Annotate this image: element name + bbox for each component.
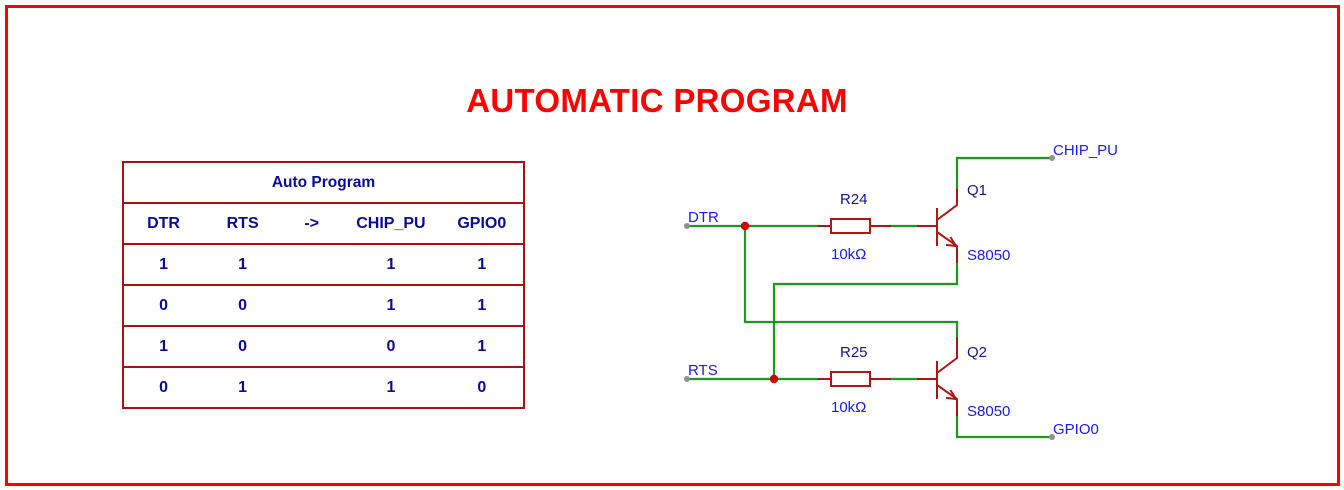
table-caption: Auto Program xyxy=(122,161,525,204)
table-header-row: DTR RTS -> CHIP_PU GPIO0 xyxy=(121,202,526,245)
cell-chip-pu: 1 xyxy=(341,243,441,286)
table-row: 0 1 1 0 xyxy=(121,366,526,409)
port-rts xyxy=(684,376,690,382)
q1-collector xyxy=(935,189,958,222)
cell-chip-pu: 0 xyxy=(341,325,441,368)
r24-value-label: 10kΩ xyxy=(831,246,866,263)
cell-rts: 1 xyxy=(203,366,283,409)
cell-rts: 0 xyxy=(203,284,283,327)
q1-emitter xyxy=(935,230,958,263)
q2-emitter xyxy=(935,383,958,416)
net-label-chip-pu: CHIP_PU xyxy=(1053,142,1118,159)
cell-gpio0: 1 xyxy=(440,325,526,368)
cell-chip-pu: 1 xyxy=(341,284,441,327)
page-title: AUTOMATIC PROGRAM xyxy=(466,82,848,119)
q1-ref-label: Q1 xyxy=(967,182,987,199)
auto-program-truth-table: Auto Program DTR RTS -> CHIP_PU GPIO0 1 … xyxy=(121,161,526,409)
table-row: 0 0 1 1 xyxy=(121,284,526,327)
r25-value-label: 10kΩ xyxy=(831,399,866,416)
q1-emitter-arrow xyxy=(945,236,958,248)
junction-dtr xyxy=(740,221,750,231)
header-chip-pu: CHIP_PU xyxy=(341,202,441,245)
components xyxy=(818,189,958,416)
net-label-gpio0: GPIO0 xyxy=(1053,421,1099,438)
cell-gpio0: 0 xyxy=(440,366,526,409)
cell-dtr: 0 xyxy=(121,284,204,327)
q2-part-label: S8050 xyxy=(967,403,1010,420)
table-row: 1 0 0 1 xyxy=(121,325,526,368)
cell-arrow xyxy=(282,366,342,409)
cell-arrow xyxy=(282,243,342,286)
q2-collector xyxy=(935,337,958,375)
wire-rts-to-q1-emitter xyxy=(772,260,959,381)
header-gpio0: GPIO0 xyxy=(440,202,526,245)
header-rts: RTS xyxy=(203,202,283,245)
cell-arrow xyxy=(282,284,342,327)
junction-rts xyxy=(769,374,779,384)
cell-dtr: 1 xyxy=(121,325,204,368)
resistor-r25 xyxy=(818,371,891,387)
table-row: 1 1 1 1 xyxy=(121,243,526,286)
cell-chip-pu: 1 xyxy=(341,366,441,409)
cell-dtr: 0 xyxy=(121,366,204,409)
q1-part-label: S8050 xyxy=(967,247,1010,264)
port-gpio0 xyxy=(1049,434,1055,440)
net-label-rts: RTS xyxy=(688,362,718,379)
r24-body xyxy=(830,218,871,234)
cell-dtr: 1 xyxy=(121,243,204,286)
drawing-frame xyxy=(5,5,1340,486)
port-chip-pu xyxy=(1049,155,1055,161)
r24-ref-label: R24 xyxy=(840,191,868,208)
header-arrow: -> xyxy=(282,202,342,245)
transistor-q1 xyxy=(917,189,958,263)
cell-gpio0: 1 xyxy=(440,284,526,327)
wire-gpio0 xyxy=(955,413,1054,439)
wire-dtr-to-q2-collector xyxy=(743,224,959,340)
cell-rts: 0 xyxy=(203,325,283,368)
r25-ref-label: R25 xyxy=(840,344,868,361)
port-dtr xyxy=(684,223,690,229)
wires xyxy=(685,156,1054,439)
wire-chip-pu xyxy=(955,156,1054,192)
transistor-q2 xyxy=(917,337,958,416)
cell-gpio0: 1 xyxy=(440,243,526,286)
cell-arrow xyxy=(282,325,342,368)
header-dtr: DTR xyxy=(121,202,204,245)
q2-emitter-arrow xyxy=(945,389,958,401)
q2-ref-label: Q2 xyxy=(967,344,987,361)
resistor-r24 xyxy=(818,218,891,234)
cell-rts: 1 xyxy=(203,243,283,286)
r25-body xyxy=(830,371,871,387)
net-label-dtr: DTR xyxy=(688,209,719,226)
